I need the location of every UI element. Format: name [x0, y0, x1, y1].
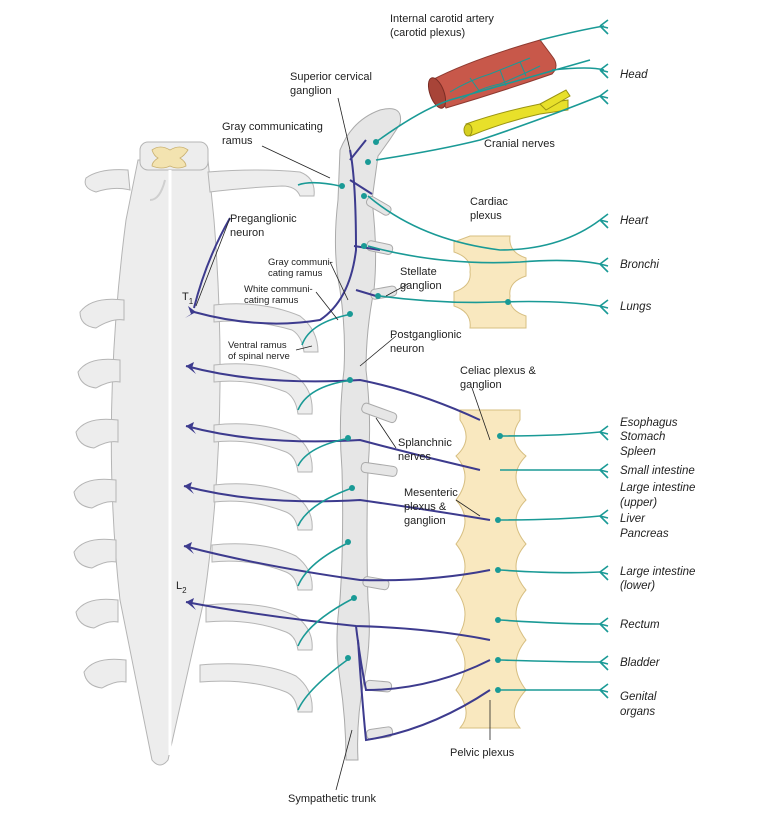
label-gray-comm: Gray communicating: [222, 121, 323, 133]
organ-head: Head: [620, 69, 648, 81]
label-gray-comm-b: Gray communi-: [268, 257, 333, 268]
label-preganglionic-2: neuron: [230, 227, 264, 239]
label-t1: T1: [182, 291, 194, 306]
organ-bronchi: Bronchi: [620, 259, 659, 271]
synapse-markers: [184, 139, 511, 693]
abdominal-plexus: [455, 409, 527, 729]
organ-spleen: Spleen: [620, 446, 656, 458]
label-white-comm-2: cating ramus: [244, 295, 299, 306]
label-postganglionic-2: neuron: [390, 343, 424, 355]
organ-genital-2: organs: [620, 706, 655, 718]
label-internal-carotid: Internal carotid artery: [390, 13, 494, 25]
label-cardiac: Cardiac: [470, 196, 508, 208]
organ-pancreas: Pancreas: [620, 528, 669, 540]
left-vertebral-processes: [73, 169, 131, 689]
organ-large-intestine-upper: Large intestine: [620, 482, 695, 494]
label-gray-comm-b-2: cating ramus: [268, 268, 323, 279]
organ-genital: Genital: [620, 691, 657, 703]
label-gray-comm-2: ramus: [222, 135, 253, 147]
label-white-comm: White communi-: [244, 284, 313, 295]
label-carotid-plexus: (carotid plexus): [390, 27, 465, 39]
organ-lungs: Lungs: [620, 301, 652, 313]
label-ventral-ramus-2: of spinal nerve: [228, 351, 290, 362]
label-preganglionic: Preganglionic: [230, 213, 297, 225]
postganglionic-fibers: [297, 25, 605, 711]
organ-stomach: Stomach: [620, 431, 665, 443]
organ-small-intestine: Small intestine: [620, 465, 695, 477]
label-l2: L2: [176, 580, 187, 595]
label-cranial-nerves: Cranial nerves: [484, 138, 555, 150]
organ-rectum: Rectum: [620, 619, 660, 631]
label-celiac: Celiac plexus &: [460, 365, 536, 377]
cranial-nerves: [463, 89, 571, 137]
label-stellate-2: ganglion: [400, 280, 442, 292]
label-superior-cervical: Superior cervical: [290, 71, 372, 83]
organ-esophagus: Esophagus: [620, 417, 678, 429]
organ-heart: Heart: [620, 215, 649, 227]
organ-large-intestine-lower-2: (lower): [620, 580, 655, 592]
label-splanchnic-2: nerves: [398, 451, 432, 463]
carotid-artery: [427, 39, 557, 109]
label-mesenteric-2: plexus &: [404, 501, 447, 513]
label-mesenteric-3: ganglion: [404, 515, 446, 527]
label-mesenteric: Mesenteric: [404, 487, 458, 499]
organ-large-intestine-lower: Large intestine: [620, 566, 695, 578]
label-stellate: Stellate: [400, 266, 437, 278]
organ-terminals: [599, 19, 609, 699]
label-sympathetic-trunk: Sympathetic trunk: [288, 793, 377, 805]
label-postganglionic: Postganglionic: [390, 329, 462, 341]
organ-bladder: Bladder: [620, 657, 661, 669]
leader-lines: [195, 97, 491, 791]
label-celiac-2: ganglion: [460, 379, 502, 391]
label-cardiac-2: plexus: [470, 210, 502, 222]
label-superior-cervical-2: ganglion: [290, 85, 332, 97]
organ-liver: Liver: [620, 513, 646, 525]
preganglionic-fibers: [183, 139, 491, 742]
label-ventral-ramus: Ventral ramus: [228, 340, 287, 351]
organ-large-intestine-upper-2: (upper): [620, 497, 657, 509]
label-splanchnic: Splanchnic: [398, 437, 452, 449]
label-pelvic-plexus: Pelvic plexus: [450, 747, 515, 759]
